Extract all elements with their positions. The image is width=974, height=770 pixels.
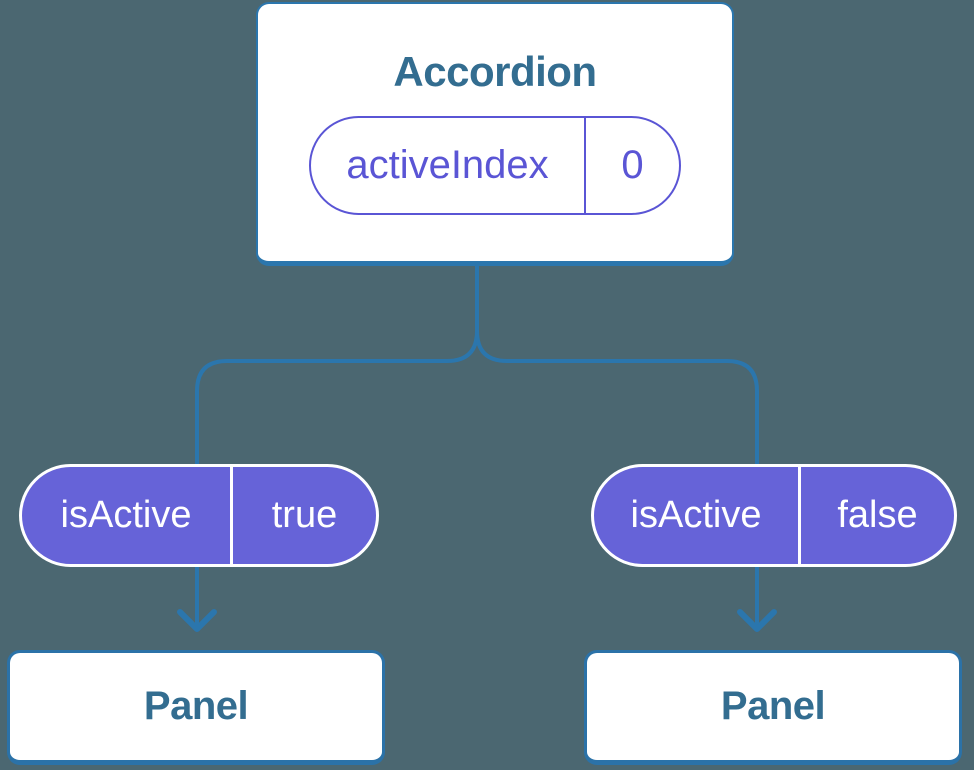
panel-component-card-left: Panel [7, 650, 385, 765]
panel-title: Panel [720, 684, 826, 728]
connector-branch-left [195, 330, 479, 628]
isactive-state-pill-left: isActive true [19, 464, 379, 567]
panel-component-card-right: Panel [584, 650, 962, 765]
activeindex-prop-pill: activeIndex 0 [309, 116, 681, 215]
accordion-title: Accordion [393, 48, 597, 95]
accordion-component-card: Accordion activeIndex 0 [256, 2, 734, 266]
state-name-label: isActive [22, 467, 233, 564]
panel-title: Panel [143, 684, 249, 728]
arrow-down-icon [177, 609, 217, 632]
prop-value-label: 0 [621, 143, 644, 187]
isactive-state-pill-right: isActive false [591, 464, 957, 567]
state-name-label: isActive [594, 467, 801, 564]
arrow-down-icon [737, 609, 777, 632]
prop-name-label: activeIndex [311, 118, 586, 213]
state-value-label: true [271, 494, 338, 536]
state-value-label: false [837, 494, 918, 536]
connector-branch-right [475, 330, 759, 628]
